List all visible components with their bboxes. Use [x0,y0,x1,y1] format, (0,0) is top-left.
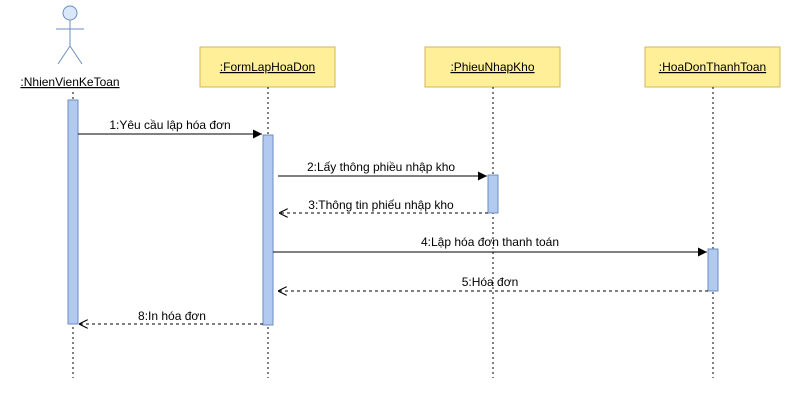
message-3[interactable]: 3:Thông tin phiếu nhập kho [279,198,488,213]
participant-box [199,46,336,88]
participant-phieunhapkho[interactable]: :PhieuNhapKho [424,46,561,88]
participant-label: :HoaDonThanhToan [659,60,766,74]
message-label: 5:Hóa đơn [462,275,519,289]
message-1[interactable]: 1:Yêu cầu lập hóa đơn [78,118,262,139]
activation-formlaphoadon [262,134,274,326]
message-8[interactable]: 8:In hóa đơn [79,309,263,324]
activation-hoadonthanhtoan [707,248,719,292]
message-label: 3:Thông tin phiếu nhập kho [308,198,454,212]
participant-formlaphoadon[interactable]: :FormLapHoaDon [199,46,336,88]
message-5[interactable]: 5:Hóa đơn [278,275,708,291]
participant-label: :FormLapHoaDon [220,60,315,74]
activation-actor [67,99,79,325]
activation-phieunhapkho [487,174,499,214]
message-4[interactable]: 4:Lập hóa đơn thanh toán [273,235,707,257]
message-label: 1:Yêu cầu lập hóa đơn [109,118,230,132]
message-2[interactable]: 2:Lấy thông phiều nhập kho [278,160,487,181]
message-label: 2:Lấy thông phiều nhập kho [307,160,455,174]
participant-label: :PhieuNhapKho [450,60,534,74]
participant-hoadonthanhtoan[interactable]: :HoaDonThanhToan [644,46,781,88]
actor-label: :NhienVienKeToan [20,75,119,89]
participant-box [644,46,781,88]
stick-figure-actor-icon [56,5,84,65]
message-label: 4:Lập hóa đơn thanh toán [421,235,559,249]
message-label: 8:In hóa đơn [138,309,206,323]
participant-box [424,46,561,88]
actor-nhanvien[interactable]: :NhienVienKeToan [20,5,120,89]
